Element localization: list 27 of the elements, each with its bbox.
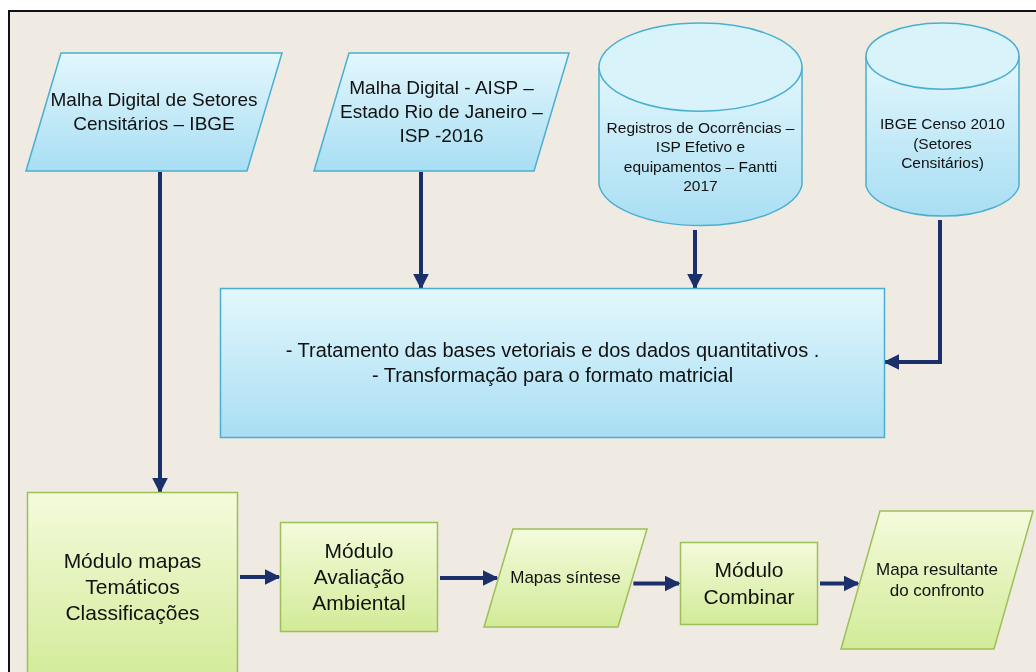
node-text: Malha Digital - AISP – Estado Rio de Janeiro – ISP -2016	[339, 76, 544, 148]
node-text: Registros de Ocorrências – ISP Efetivo e equipamentos – Fantti 2017	[606, 118, 795, 196]
database-cylinder	[865, 22, 1020, 220]
node-text: - Transformação para o formato matricial	[371, 363, 734, 388]
output-parallelogram	[483, 528, 648, 628]
arrow	[440, 570, 499, 586]
node-text: Mapa resultante do confronto	[875, 558, 999, 602]
node-text: Módulo mapas Temáticos Classificações	[62, 547, 203, 627]
node-text: IBGE Censo 2010 (Setores Censitários)	[879, 114, 1006, 173]
node-text: Malha Digital de Setores Censitários – IBGE	[49, 88, 259, 136]
module-box	[280, 522, 438, 632]
input-parallelogram	[313, 52, 570, 172]
arrow	[240, 569, 281, 585]
node-text: Módulo Combinar	[702, 557, 796, 610]
output-parallelogram	[840, 510, 1034, 650]
arrow	[413, 172, 429, 290]
arrow	[152, 172, 168, 494]
node-text: - Tratamento das bases vetoriais e dos dados quantitativos .	[285, 338, 820, 363]
arrow	[633, 575, 681, 592]
input-parallelogram	[25, 52, 283, 172]
arrow	[687, 230, 703, 290]
node-text: Mapas síntese	[510, 567, 621, 589]
module-box	[27, 492, 238, 672]
module-box	[680, 542, 818, 625]
arrow	[820, 575, 860, 592]
process-box	[220, 288, 885, 438]
node-text: Módulo Avaliação Ambiental	[311, 537, 407, 617]
